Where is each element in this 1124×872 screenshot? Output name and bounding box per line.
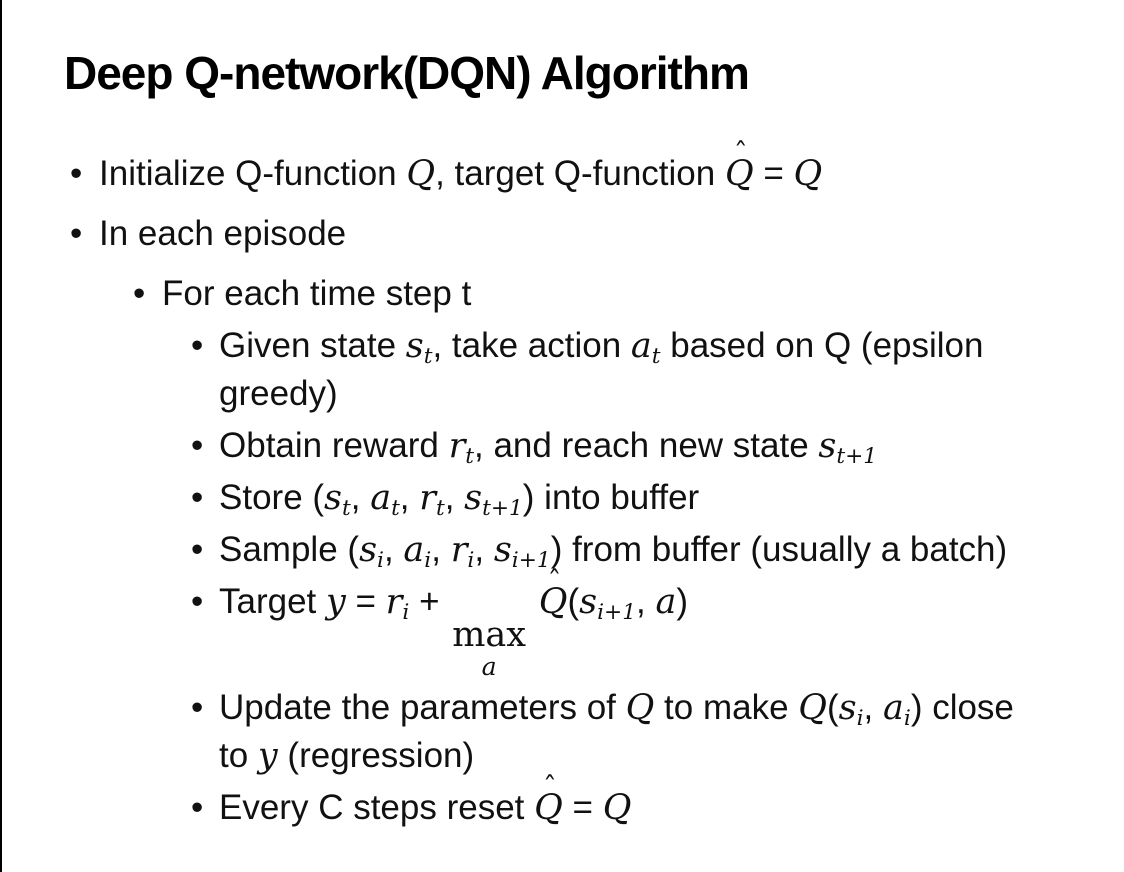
hat-icon: ˆ	[547, 564, 562, 598]
math-variable: si	[359, 530, 384, 574]
math-variable: y	[257, 736, 278, 777]
hat-icon: ˆ	[542, 771, 557, 805]
bullet-item: • Store (st, at, rt, st+1) into buffer	[2, 474, 1112, 522]
bullet-icon: •	[191, 326, 204, 365]
math-variable: st+1	[818, 426, 878, 470]
bullet-icon: •	[191, 788, 204, 828]
bullet-item: • Sample (si, ai, ri, si+1) from buffer (…	[2, 526, 1112, 574]
math-variable: Q	[625, 688, 655, 729]
math-variable: a	[655, 582, 677, 622]
bullet-item: • Obtain reward rt, and reach new state s…	[2, 422, 1112, 470]
bullet-text: Obtain reward rt, and reach new state st…	[219, 426, 878, 470]
math-variable: st+1	[464, 478, 523, 522]
bullet-item: • Update the parameters of Q to make Q(si…	[2, 684, 1112, 780]
bullet-icon: •	[191, 426, 204, 465]
math-variable: ai	[403, 530, 432, 574]
bullet-text: In each episode	[99, 214, 347, 253]
math-variable: ri	[450, 530, 475, 574]
bullet-text: Update the parameters of Q to make Q(si,…	[219, 688, 1014, 777]
bullet-text: Initialize Q-function Q, target Q-functi…	[99, 136, 1112, 198]
math-variable: ai	[883, 688, 911, 732]
math-variable: si+1	[579, 582, 636, 626]
math-variable: at	[370, 478, 400, 522]
math-variable: rt	[448, 426, 475, 470]
bullet-item: • Initialize Q-function Q, target Q-funct…	[2, 136, 1112, 198]
bullet-icon: •	[191, 530, 204, 569]
slide-title: Deep Q-network(DQN) Algorithm	[64, 47, 750, 99]
bullet-icon: •	[133, 274, 146, 313]
bullet-icon: •	[70, 154, 83, 193]
math-variable: st	[324, 478, 351, 522]
bullet-text: Sample (si, ai, ri, si+1) from buffer (u…	[219, 530, 1008, 574]
bullet-icon: •	[191, 688, 204, 728]
math-variable: at	[630, 326, 661, 370]
bullet-item: • For each time step t	[2, 270, 1112, 318]
math-variable: rt	[419, 478, 445, 522]
bullet-icon: •	[191, 478, 204, 517]
bullet-text: Given state st, take action at based on …	[219, 326, 984, 413]
bullet-text: Store (st, at, rt, st+1) into buffer	[219, 478, 700, 522]
math-variable: Q	[793, 154, 823, 194]
bullet-list: • Initialize Q-function Q, target Q-funct…	[2, 136, 1112, 836]
math-variable: Q	[798, 688, 827, 729]
math-variable: si+1	[493, 530, 551, 574]
math-variable: si	[838, 688, 864, 732]
bullet-icon: •	[191, 582, 204, 621]
hat-icon: ˆ	[733, 136, 748, 170]
bullet-icon: •	[70, 214, 83, 253]
math-variable: Q	[406, 154, 436, 194]
bullet-item: • In each episode	[2, 210, 1112, 258]
math-variable: y	[326, 582, 346, 622]
math-variable: Q	[602, 788, 632, 829]
math-variable: st	[405, 326, 433, 370]
bullet-item: •Given state st, take action at based on…	[2, 322, 1112, 418]
math-variable: ri	[385, 582, 410, 626]
bullet-text: For each time step t	[162, 274, 472, 313]
